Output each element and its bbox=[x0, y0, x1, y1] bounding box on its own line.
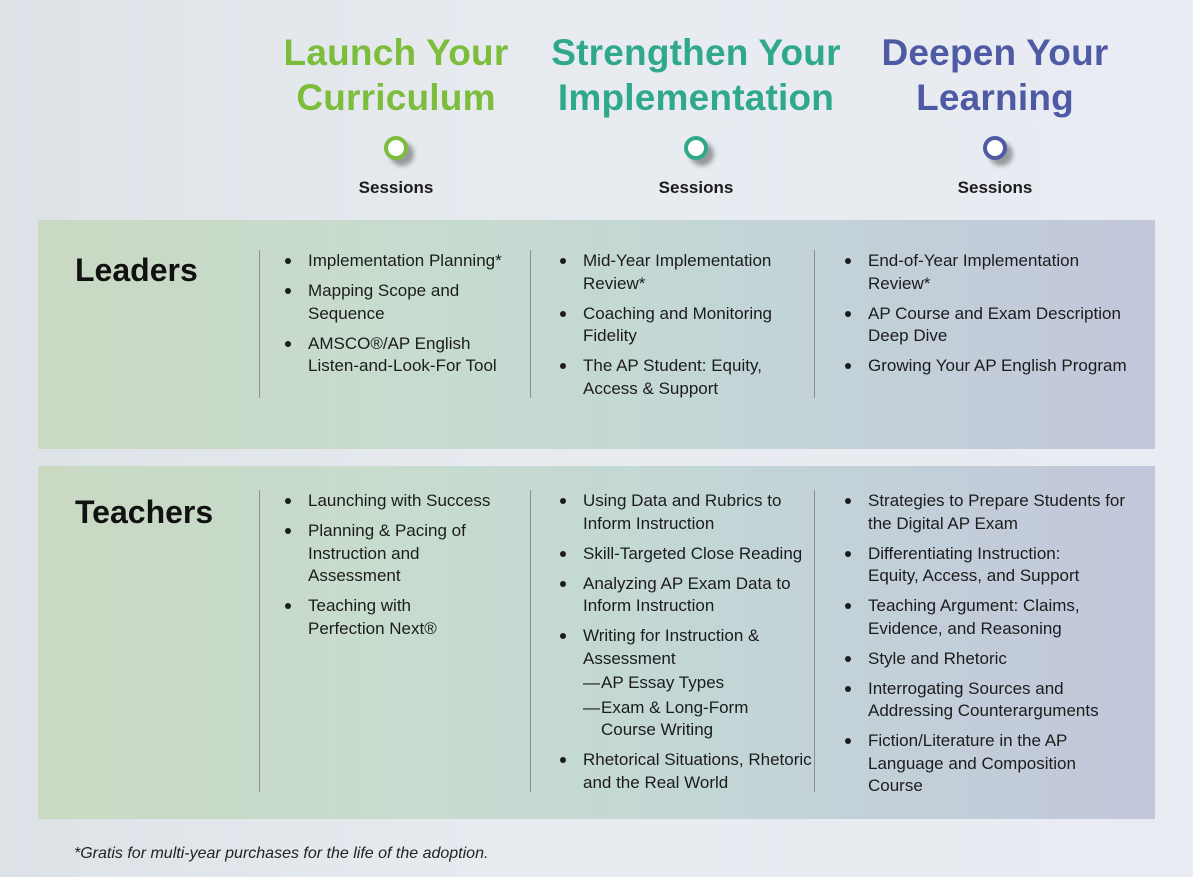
column-headers: Launch Your Curriculum Sessions Strength… bbox=[0, 30, 1193, 210]
list-item: Style and Rhetoric bbox=[843, 648, 1143, 671]
ring-icon bbox=[384, 136, 408, 160]
list-item: Teaching with Perfection Next® bbox=[283, 595, 458, 640]
list-item: Analyzing AP Exam Data to Inform Instruc… bbox=[558, 573, 813, 618]
column-title: Launch Your Curriculum bbox=[246, 30, 546, 120]
sub-list-item: —AP Essay Types bbox=[558, 672, 808, 695]
sessions-label: Sessions bbox=[957, 178, 1033, 197]
sessions-label: Sessions bbox=[358, 178, 434, 197]
column-divider bbox=[530, 250, 531, 398]
list-item: Differentiating Instruction: Equity, Acc… bbox=[843, 543, 1108, 588]
list-item: End-of-Year Implementation Review* bbox=[843, 250, 1103, 295]
list-item: AMSCO®/AP English Listen-and-Look-For To… bbox=[283, 333, 518, 378]
list-item: Fiction/Literature in the AP Language an… bbox=[843, 730, 1108, 798]
list-item: Mapping Scope and Sequence bbox=[283, 280, 483, 325]
column-title-line: Strengthen Your bbox=[551, 32, 841, 73]
list-item: Implementation Planning* bbox=[283, 250, 528, 273]
list-item: The AP Student: Equity, Access & Support bbox=[558, 355, 783, 400]
dash-marker: — bbox=[583, 697, 600, 717]
teachers-strengthen-list: Using Data and Rubrics to Inform Instruc… bbox=[558, 490, 812, 802]
list-item: Growing Your AP English Program bbox=[843, 355, 1143, 378]
list-item: Planning & Pacing of Instruction and Ass… bbox=[283, 520, 468, 588]
column-deepen-header: Deepen Your Learning Sessions bbox=[845, 30, 1145, 198]
leaders-deepen-list: End-of-Year Implementation Review* AP Co… bbox=[843, 250, 1143, 385]
role-label: Teachers bbox=[75, 494, 214, 530]
column-divider bbox=[814, 250, 815, 398]
list-item: Launching with Success bbox=[283, 490, 528, 513]
list-item: Interrogating Sources and Addressing Cou… bbox=[843, 678, 1128, 723]
teachers-launch-list: Launching with Success Planning & Pacing… bbox=[283, 490, 528, 648]
list-item: AP Course and Exam Description Deep Dive bbox=[843, 303, 1148, 348]
leaders-panel: Leaders Implementation Planning* Mapping… bbox=[38, 220, 1155, 449]
sub-item-text: Exam & Long-Form Course Writing bbox=[601, 697, 749, 740]
list-item: Writing for Instruction & Assessment bbox=[558, 625, 783, 670]
column-divider bbox=[530, 490, 531, 792]
sub-list-item: —Exam & Long-Form Course Writing bbox=[558, 697, 808, 742]
list-item: Coaching and Monitoring Fidelity bbox=[558, 303, 798, 348]
list-item: Teaching Argument: Claims, Evidence, and… bbox=[843, 595, 1108, 640]
column-divider bbox=[259, 250, 260, 398]
column-title-line: Launch Your bbox=[283, 32, 509, 73]
ring-icon bbox=[983, 136, 1007, 160]
column-strengthen-header: Strengthen Your Implementation Sessions bbox=[546, 30, 846, 198]
column-title-line: Curriculum bbox=[296, 77, 496, 118]
column-title-line: Learning bbox=[916, 77, 1074, 118]
column-launch-header: Launch Your Curriculum Sessions bbox=[246, 30, 546, 198]
leaders-launch-list: Implementation Planning* Mapping Scope a… bbox=[283, 250, 528, 385]
ring-icon bbox=[684, 136, 708, 160]
column-title-line: Implementation bbox=[557, 77, 835, 118]
column-divider bbox=[259, 490, 260, 792]
role-label: Leaders bbox=[75, 252, 198, 288]
list-item: Rhetorical Situations, Rhetoric and the … bbox=[558, 749, 813, 794]
column-title-line: Deepen Your bbox=[881, 32, 1109, 73]
list-item: Using Data and Rubrics to Inform Instruc… bbox=[558, 490, 808, 535]
sub-item-text: AP Essay Types bbox=[601, 673, 725, 692]
list-item: Skill-Targeted Close Reading bbox=[558, 543, 808, 566]
list-item: Strategies to Prepare Students for the D… bbox=[843, 490, 1128, 535]
leaders-strengthen-list: Mid-Year Implementation Review* Coaching… bbox=[558, 250, 803, 408]
column-divider bbox=[814, 490, 815, 792]
sessions-label: Sessions bbox=[658, 178, 734, 197]
teachers-panel: Teachers Launching with Success Planning… bbox=[38, 466, 1155, 819]
column-title: Strengthen Your Implementation bbox=[546, 30, 846, 120]
teachers-deepen-list: Strategies to Prepare Students for the D… bbox=[843, 490, 1143, 805]
column-title: Deepen Your Learning bbox=[845, 30, 1145, 120]
list-item: Mid-Year Implementation Review* bbox=[558, 250, 798, 295]
dash-marker: — bbox=[583, 673, 600, 692]
footnote: *Gratis for multi-year purchases for the… bbox=[74, 845, 489, 862]
